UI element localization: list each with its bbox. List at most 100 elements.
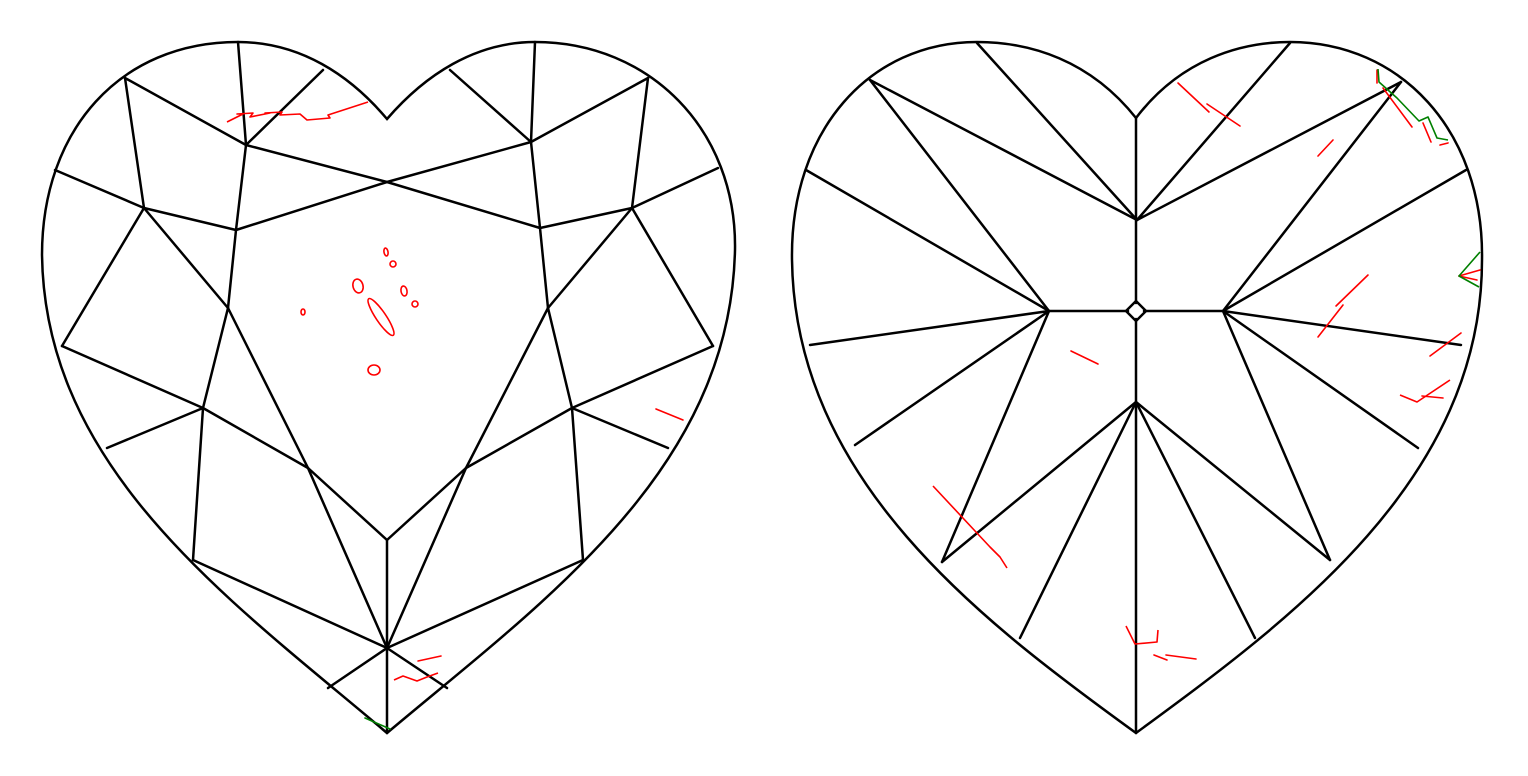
facet-line [1221,309,1332,562]
facet-line [123,76,146,210]
feather-inclusion [1206,103,1241,127]
facet-line [201,406,310,470]
facet-line [630,206,715,348]
crystal-inclusion [411,300,419,308]
facet-line [940,309,1051,564]
feather-inclusion [393,672,439,682]
facet-line [464,306,550,470]
facet-line [868,78,1051,313]
facet-line [385,466,468,542]
facet-line [306,466,389,542]
facet-line [1221,309,1463,347]
facet-line [123,76,248,147]
feather-inclusion [1177,82,1210,113]
culet [1124,299,1148,323]
feather-inclusion [1421,395,1444,399]
crystal-inclusion [389,260,397,268]
facet-line [808,309,1051,347]
feather-inclusion [1317,139,1334,157]
facet-line [1018,400,1138,640]
facet-line [385,180,542,230]
facet-line [570,406,670,450]
facet-line [529,40,537,144]
facet-line [191,406,205,562]
facet-line [226,228,238,310]
facet-line [538,226,550,310]
crystal-inclusion [352,278,364,294]
feather-inclusion [1125,625,1159,645]
facet-line [201,306,230,410]
pavilion-view-heart [790,40,1484,735]
extra-facet [1377,68,1449,141]
facet-line [105,406,205,450]
feather-inclusion [226,101,369,123]
feather-inclusion [1317,304,1344,338]
facet-line [244,68,325,147]
facet-line [234,180,389,232]
feather-inclusion [1429,332,1462,357]
facet-line [142,206,238,232]
facet-line [868,78,1139,222]
crown-view-heart [40,40,737,735]
feather-inclusion [1399,379,1451,403]
facet-line [234,143,248,232]
feather-inclusion [1070,350,1099,365]
facet-line [326,646,389,690]
crystal-inclusion [367,364,381,376]
facet-line [53,168,146,210]
crystal-inclusion [383,247,389,257]
crystal-inclusion [367,297,395,337]
feather-inclusion [655,408,684,421]
facet-line [236,40,248,147]
facet-line [940,400,1138,564]
facet-line [630,76,650,210]
facet-line [385,140,533,184]
facet-line [385,466,468,650]
facet-line [1221,168,1468,313]
feather-inclusion [1458,275,1478,281]
facet-line [804,168,1051,313]
extra-facet [1458,251,1481,288]
facet-line [306,466,389,650]
facet-line [546,306,574,410]
facet-line [529,140,542,230]
facet-line [244,143,389,184]
extra-facet [364,717,391,730]
feather-inclusion [417,655,442,662]
feather-inclusion [1165,654,1197,660]
facet-line [1135,41,1292,222]
facet-line [464,406,574,470]
facet-line [546,206,634,310]
girdle-outline [40,40,737,735]
facet-line [448,68,533,144]
facet-line [191,558,389,650]
feather-inclusion [1439,142,1449,146]
facet-line [570,406,585,562]
facet-line [1135,80,1403,222]
facet-line [1221,309,1420,450]
feather-inclusion [1458,269,1481,277]
facet-line [853,309,1051,447]
facet-line [385,646,449,690]
facet-line [538,206,634,230]
facet-line [1134,400,1332,562]
feather-inclusion [1422,122,1432,143]
facet-line [226,306,310,470]
facet-line [1221,80,1403,313]
facet-line [975,41,1139,222]
facet-line [570,344,715,410]
feather-inclusion [1335,274,1369,307]
facet-line [529,76,650,144]
feather-inclusion [1153,654,1168,661]
feather-inclusion [1382,87,1413,128]
facet-line [60,344,205,410]
facet-line [630,166,720,210]
crystal-inclusion [300,308,306,316]
facet-line [385,558,585,650]
feather-inclusion [932,485,1008,569]
crystal-inclusion [400,285,408,297]
facet-line [142,206,230,310]
facet-line [1134,400,1257,640]
facet-line [60,206,146,348]
